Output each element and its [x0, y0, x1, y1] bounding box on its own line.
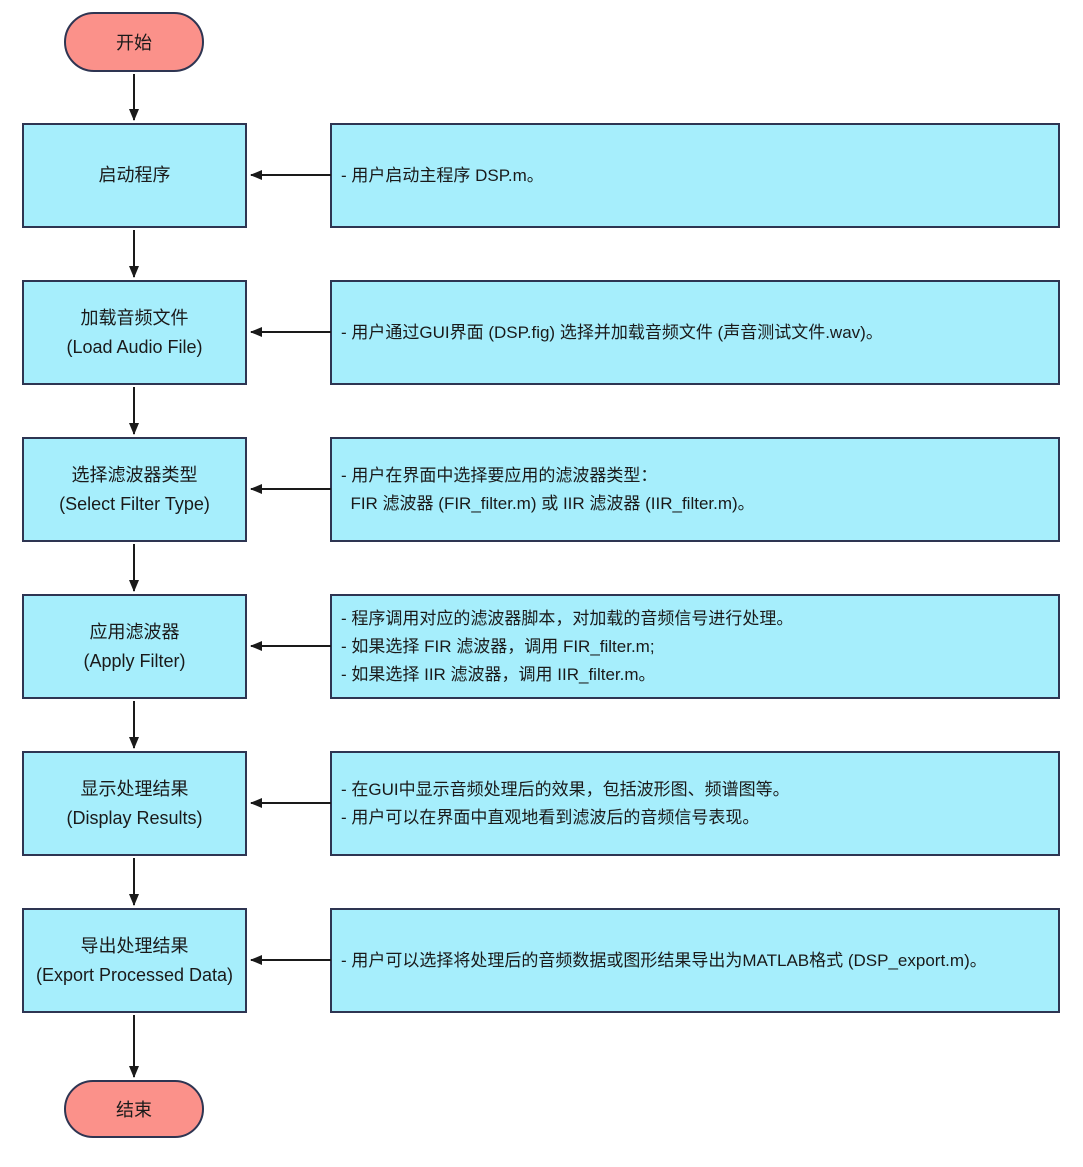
process-step-4: 应用滤波器 (Apply Filter)	[22, 594, 247, 699]
process-subtitle: (Select Filter Type)	[59, 493, 210, 514]
process-subtitle: (Apply Filter)	[83, 650, 186, 671]
note-box-1: - 用户启动主程序 DSP.m。	[330, 123, 1060, 228]
process-title: 启动程序	[98, 165, 171, 185]
note-box-3: - 用户在界面中选择要应用的滤波器类型： FIR 滤波器 (FIR_filter…	[330, 437, 1060, 542]
note-line: - 如果选择 IIR 滤波器，调用 IIR_filter.m。	[341, 664, 656, 684]
note-line: - 程序调用对应的滤波器脚本，对加载的音频信号进行处理。	[341, 608, 794, 628]
process-step-2: 加载音频文件 (Load Audio File)	[22, 280, 247, 385]
note-line: - 如果选择 FIR 滤波器，调用 FIR_filter.m;	[341, 636, 655, 656]
end-node: 结束	[64, 1080, 204, 1138]
note-line: - 用户通过GUI界面 (DSP.fig) 选择并加载音频文件 (声音测试文件.…	[341, 322, 883, 342]
process-subtitle: (Export Processed Data)	[35, 964, 234, 985]
process-title: 选择滤波器类型	[71, 464, 198, 485]
process-title: 应用滤波器	[89, 621, 180, 642]
start-label: 开始	[116, 33, 152, 53]
note-box-5: - 在GUI中显示音频处理后的效果，包括波形图、频谱图等。 - 用户可以在界面中直…	[330, 751, 1060, 856]
note-line: - 用户在界面中选择要应用的滤波器类型：	[341, 465, 658, 485]
process-title: 显示处理结果	[80, 778, 189, 799]
process-step-5: 显示处理结果 (Display Results)	[22, 751, 247, 856]
note-line: - 用户可以在界面中直观地看到滤波后的音频信号表现。	[341, 807, 760, 827]
process-step-6: 导出处理结果 (Export Processed Data)	[22, 908, 247, 1013]
process-title: 导出处理结果	[80, 935, 189, 956]
process-title: 加载音频文件	[80, 307, 189, 328]
process-subtitle: (Display Results)	[66, 807, 203, 828]
note-box-2: - 用户通过GUI界面 (DSP.fig) 选择并加载音频文件 (声音测试文件.…	[330, 280, 1060, 385]
note-line: - 用户启动主程序 DSP.m。	[341, 165, 544, 185]
start-node: 开始	[64, 12, 204, 72]
note-line: - 在GUI中显示音频处理后的效果，包括波形图、频谱图等。	[341, 779, 790, 799]
note-box-4: - 程序调用对应的滤波器脚本，对加载的音频信号进行处理。 - 如果选择 FIR 滤…	[330, 594, 1060, 699]
process-subtitle: (Load Audio File)	[66, 336, 203, 357]
note-box-6: - 用户可以选择将处理后的音频数据或图形结果导出为MATLAB格式 (DSP_e…	[330, 908, 1060, 1013]
process-step-1: 启动程序	[22, 123, 247, 228]
note-line: FIR 滤波器 (FIR_filter.m) 或 IIR 滤波器 (IIR_fi…	[341, 493, 755, 513]
end-label: 结束	[116, 1100, 152, 1120]
process-step-3: 选择滤波器类型 (Select Filter Type)	[22, 437, 247, 542]
note-line: - 用户可以选择将处理后的音频数据或图形结果导出为MATLAB格式 (DSP_e…	[341, 950, 987, 970]
